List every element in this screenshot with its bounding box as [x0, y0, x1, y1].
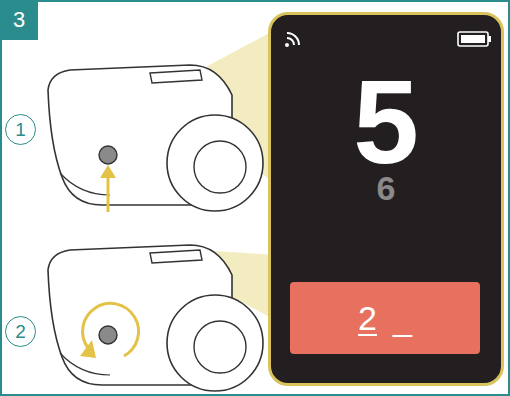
next-value: 6: [271, 171, 501, 205]
step-number: 3: [13, 7, 25, 33]
push-arrowhead: [100, 165, 116, 178]
entered-digit: 2: [358, 299, 377, 338]
empty-digit: _: [393, 299, 412, 338]
wifi-arc: [287, 38, 294, 45]
device-button: [99, 146, 117, 164]
callout-number: 1: [15, 119, 26, 141]
device-dial-inner: [194, 141, 246, 193]
device-dial: [167, 295, 263, 391]
code-entry-bar: 2_: [290, 282, 480, 354]
wifi-dot: [285, 43, 289, 47]
device-display: [150, 250, 202, 263]
device-button: [99, 326, 117, 344]
wifi-arc: [287, 33, 299, 45]
device-drawing: [48, 65, 263, 211]
phone-screen: 562_: [268, 12, 504, 386]
device-drawing: [48, 245, 263, 391]
device-display: [150, 70, 202, 83]
substep-circle: 1: [5, 114, 36, 145]
device-dial-inner: [194, 321, 246, 373]
callout-number: 2: [15, 321, 26, 343]
rotate-arrowhead: [80, 340, 96, 358]
battery-outline: [458, 32, 488, 46]
battery-nub: [488, 36, 491, 42]
step-number-box: 3: [0, 0, 38, 40]
device-dial: [167, 115, 263, 211]
current-value: 5: [271, 63, 501, 181]
wifi-icon: [285, 33, 299, 47]
substep-circle: 2: [5, 316, 36, 347]
push-arrow: [107, 174, 110, 212]
battery-icon: [458, 32, 491, 46]
battery-level: [461, 35, 485, 43]
